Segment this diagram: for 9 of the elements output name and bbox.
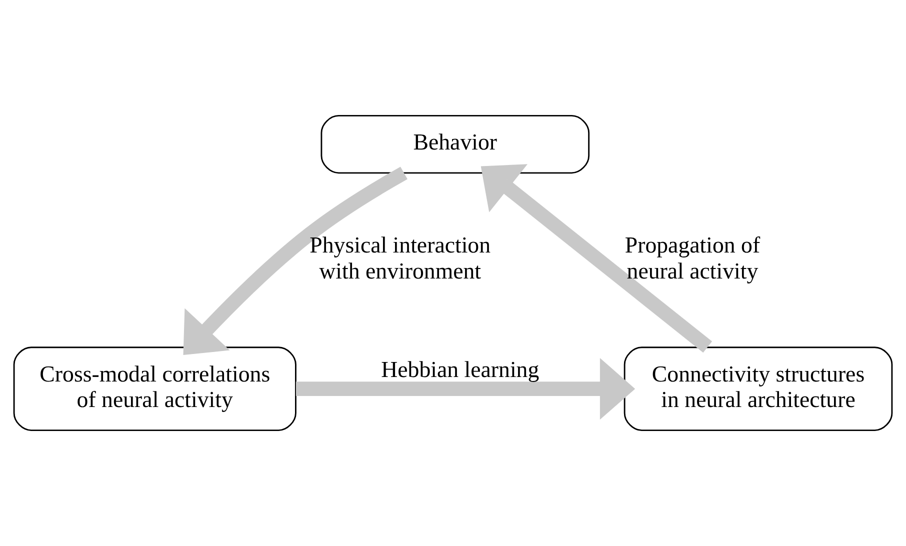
edge-label: Propagation of neural activity xyxy=(624,232,760,284)
arrow xyxy=(183,166,408,355)
node-box: Behavior xyxy=(320,115,590,174)
arrow xyxy=(480,164,712,353)
node-box: Connectivity structures in neural architecture xyxy=(624,346,893,431)
node-box: Cross-modal correlations of neural activity xyxy=(13,346,296,431)
arrow xyxy=(296,358,636,420)
edge-label: Physical interaction with environment xyxy=(310,232,491,284)
edge-label: Hebbian learning xyxy=(381,357,540,382)
